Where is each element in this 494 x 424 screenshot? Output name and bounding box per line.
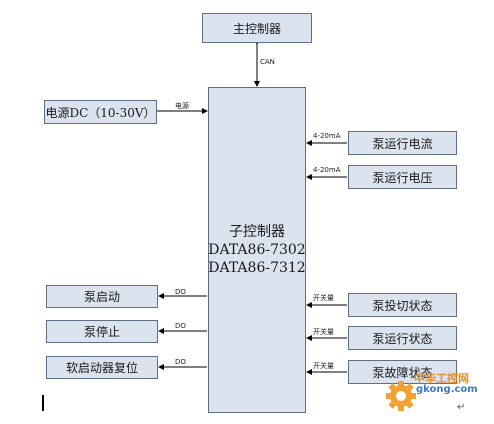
output-box-soft-starter-reset: 软启动器复位 [46,356,158,379]
input-box-run-state: 泵运行状态 [348,326,457,350]
power-box: 电源DC（10-30V） [44,100,157,124]
power-label: 电源DC（10-30V） [45,105,156,120]
input-label: 泵投切状态 [372,298,433,313]
input-line-label: 开关量 [313,362,334,370]
output-label: 泵停止 [83,325,120,339]
watermark-url: gkong.com [416,384,478,395]
input-line-label: 开关量 [313,294,334,302]
output-line-label: DO [175,358,186,366]
output-label: 泵启动 [83,290,120,304]
main-controller-box: 主控制器 [202,13,312,43]
input-line-label: 开关量 [313,328,334,336]
input-label: 泵运行电压 [372,170,433,185]
watermark-text: 中华工控网 [414,372,469,385]
sub-controller-model-1: DATA86-7302 [208,242,306,258]
output-box-pump-start: 泵启动 [46,285,158,308]
output-line-label: DO [175,288,186,296]
input-line-label: 4-20mA [313,132,341,140]
text-cursor [42,395,44,411]
input-box-pump-current: 泵运行电流 [348,131,457,155]
can-label: CAN [260,58,275,66]
main-controller-label: 主控制器 [232,21,281,36]
output-line-label: DO [175,322,186,330]
sub-controller-title: 子控制器 [229,224,285,240]
sub-controller-model-2: DATA86-7312 [208,260,306,276]
output-label: 软启动器复位 [65,361,138,375]
output-box-pump-stop: 泵停止 [46,320,158,343]
input-label: 泵故障状态 [372,365,433,380]
input-line-label: 4-20mA [313,166,341,174]
sub-controller-box: 子控制器 DATA86-7302 DATA86-7312 [208,87,306,413]
gear-logo-icon [386,381,416,411]
power-line-label: 电源 [175,102,189,110]
input-box-switch-state: 泵投切状态 [348,293,457,317]
paragraph-mark: ↵ [457,402,466,413]
input-label: 泵运行状态 [372,331,433,346]
input-label: 泵运行电流 [372,136,433,151]
input-box-pump-voltage: 泵运行电压 [348,165,457,189]
